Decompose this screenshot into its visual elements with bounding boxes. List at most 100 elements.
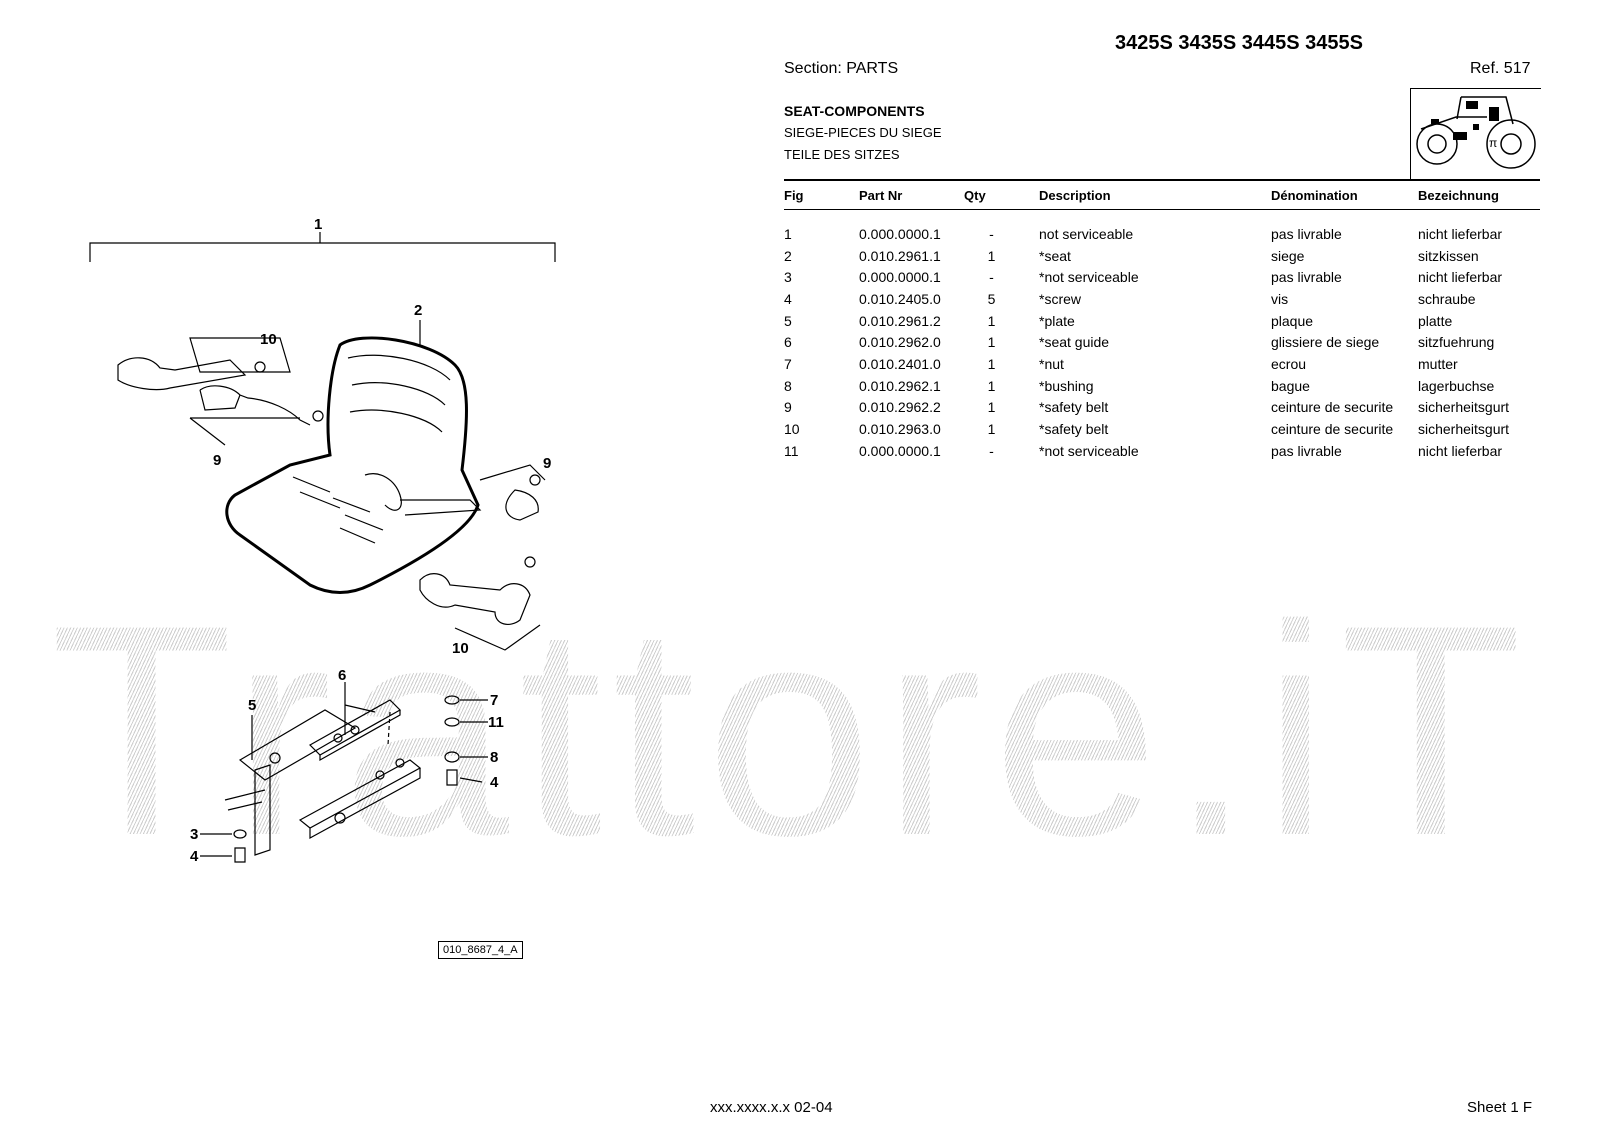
tractor-thumbnail-icon: π — [1410, 88, 1541, 181]
cell-part-nr: 0.000.0000.1 — [859, 269, 941, 286]
cell-denomination: pas livrable — [1271, 442, 1342, 459]
cell-qty: 1 — [987, 334, 996, 351]
cell-denomination: pas livrable — [1271, 225, 1342, 242]
cell-fig: 1 — [784, 225, 792, 242]
sheet-number: Sheet 1 F — [1467, 1099, 1533, 1116]
cell-description: *not serviceable — [1039, 442, 1139, 459]
cell-description: *not serviceable — [1039, 269, 1139, 286]
cell-denomination: ceinture de securite — [1271, 399, 1394, 416]
table-header-rule — [784, 209, 1540, 210]
cell-part-nr: 0.000.0000.1 — [859, 225, 941, 242]
callout-3: 3 — [190, 826, 198, 843]
cell-fig: 3 — [784, 269, 792, 286]
drawing-code: 010_8687_4_A — [438, 941, 523, 959]
parts-table: Fig Part Nr Qty Description Dénomination… — [784, 181, 1540, 462]
seat-guide-assembly — [224, 699, 422, 856]
cell-qty: - — [989, 225, 994, 242]
callout-6: 6 — [338, 667, 346, 684]
cell-bezeichnung: mutter — [1418, 355, 1458, 372]
table-header-row: Fig Part Nr Qty Description Dénomination… — [784, 181, 1540, 209]
model-list: 3425S 3435S 3445S 3455S — [1115, 32, 1363, 54]
cell-fig: 2 — [784, 247, 792, 264]
cell-fig: 8 — [784, 377, 792, 394]
callout-2: 2 — [414, 302, 422, 319]
col-denomination: Dénomination — [1271, 187, 1358, 203]
cell-denomination: vis — [1271, 290, 1289, 307]
table-row: 11 0.000.0000.1 - *not serviceable pas livra… — [784, 440, 1540, 462]
footer-code: xxx.xxxx.x.x 02-04 — [710, 1099, 833, 1116]
callout-11: 11 — [488, 714, 504, 731]
cell-denomination: plaque — [1271, 312, 1314, 329]
cell-bezeichnung: lagerbuchse — [1418, 377, 1495, 394]
cell-denomination: glissiere de siege — [1271, 334, 1380, 351]
col-qty: Qty — [964, 187, 986, 203]
cell-fig: 9 — [784, 399, 792, 416]
cell-description: *bushing — [1039, 377, 1094, 394]
cell-qty: 1 — [987, 377, 996, 394]
safety-belt-10-top — [117, 337, 291, 391]
cell-bezeichnung: sicherheitsgurt — [1418, 399, 1510, 416]
col-description: Description — [1039, 187, 1111, 203]
callout-9-left: 9 — [213, 452, 221, 469]
assembly-bracket — [89, 242, 556, 262]
callout-9-right: 9 — [543, 455, 551, 472]
cell-description: not serviceable — [1039, 225, 1134, 242]
callout-1: 1 — [314, 216, 322, 233]
col-part-nr: Part Nr — [859, 187, 903, 203]
cell-bezeichnung: sicherheitsgurt — [1418, 421, 1510, 438]
cell-fig: 11 — [784, 442, 799, 459]
cell-fig: 4 — [784, 290, 792, 307]
seat-drawing — [225, 336, 482, 594]
cell-description: *safety belt — [1039, 421, 1109, 438]
callout-4-right: 4 — [490, 774, 499, 791]
section-label: Section: PARTS — [784, 60, 899, 77]
cell-fig: 5 — [784, 312, 792, 329]
cell-description: *nut — [1039, 355, 1064, 372]
col-fig: Fig — [784, 187, 804, 203]
cell-bezeichnung: nicht lieferbar — [1418, 442, 1503, 459]
col-bezeichnung: Bezeichnung — [1418, 187, 1499, 203]
cell-description: *seat — [1039, 247, 1071, 264]
title-german: TEILE DES SITZES — [784, 147, 900, 162]
table-row: 2 0.010.2961.1 1 *seat siege sitzkissen — [784, 245, 1540, 267]
callout-8: 8 — [490, 749, 498, 766]
cell-part-nr: 0.010.2961.1 — [859, 247, 941, 264]
callout-7: 7 — [490, 692, 498, 709]
cell-description: *safety belt — [1039, 399, 1109, 416]
cell-fig: 10 — [784, 421, 800, 438]
callout-5: 5 — [248, 697, 256, 714]
cell-qty: - — [989, 442, 994, 459]
cell-qty: 1 — [987, 247, 996, 264]
cell-part-nr: 0.010.2963.0 — [859, 421, 941, 438]
table-row: 1 0.000.0000.1 - not serviceable pas livrabl… — [784, 223, 1540, 245]
callout-10-top: 10 — [260, 331, 277, 348]
cell-description: *plate — [1039, 312, 1075, 329]
cell-part-nr: 0.010.2961.2 — [859, 312, 941, 329]
safety-belt-9-right — [479, 464, 546, 521]
cell-qty: 1 — [987, 355, 996, 372]
cell-denomination: ceinture de securite — [1271, 421, 1394, 438]
cell-denomination: pas livrable — [1271, 269, 1342, 286]
cell-qty: 1 — [987, 399, 996, 416]
cell-fig: 7 — [784, 355, 792, 372]
svg-text:π: π — [1489, 136, 1497, 150]
exploded-view-diagram: 1 2 10 9 9 10 6 5 7 11 8 4 3 4 — [89, 216, 556, 865]
cell-qty: 5 — [987, 290, 996, 307]
watermark: Trattore.iT — [50, 580, 1550, 880]
cell-bezeichnung: sitzkissen — [1418, 247, 1479, 264]
cell-denomination: siege — [1271, 247, 1305, 264]
cell-description: *seat guide — [1039, 334, 1110, 351]
cell-part-nr: 0.000.0000.1 — [859, 442, 941, 459]
cell-bezeichnung: sitzfuehrung — [1418, 334, 1495, 351]
hardware-stack — [233, 695, 460, 863]
cell-part-nr: 0.010.2962.1 — [859, 377, 941, 394]
safety-belt-9-left — [189, 385, 324, 446]
reference-number: Ref. 517 — [1470, 60, 1531, 77]
